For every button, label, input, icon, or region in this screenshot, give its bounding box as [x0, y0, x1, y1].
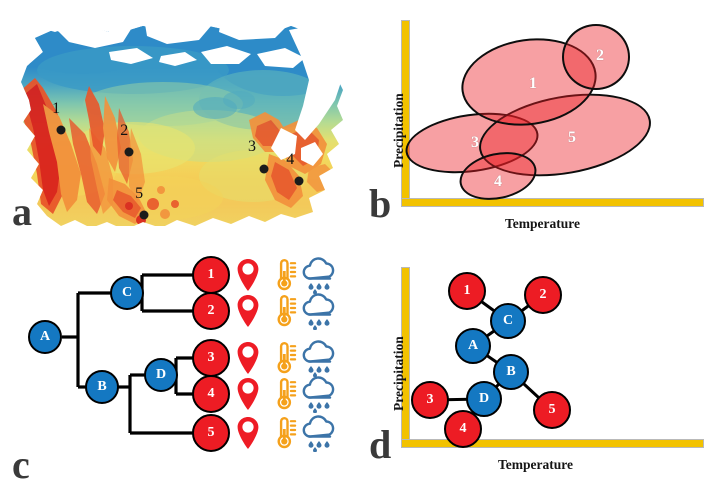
- map-marker-label-5: 5: [135, 184, 144, 202]
- tree-node-B[interactable]: B: [85, 370, 119, 404]
- niche-label-5: 5: [568, 129, 576, 146]
- phylospace-tip-1[interactable]: 1: [448, 272, 486, 310]
- niche-label-3: 3: [471, 134, 479, 151]
- map-marker-label-1: 1: [52, 100, 61, 118]
- y-axis-label: Precipitation: [391, 93, 406, 168]
- panel-c-phylogeny: A B C D 1 2 3 4 5: [0, 247, 357, 494]
- x-axis-label: Temperature: [505, 216, 580, 231]
- phylospace-tip-4[interactable]: 4: [444, 410, 482, 448]
- map-pin-icon: [236, 416, 260, 450]
- tree-tip-5[interactable]: 5: [192, 414, 230, 452]
- map-marker-2: [124, 147, 134, 157]
- x-axis-bar: [401, 439, 704, 448]
- x-axis-bar: [401, 198, 704, 207]
- phylospace-node-A[interactable]: A: [455, 328, 491, 364]
- niche-ellipse-2: [562, 24, 630, 90]
- thermometer-icon: [270, 341, 297, 375]
- phylospace-tip-3[interactable]: 3: [411, 381, 449, 419]
- phylospace-node-C[interactable]: C: [490, 303, 526, 339]
- phylospace-tip-2[interactable]: 2: [524, 276, 562, 314]
- panel-b-niche-space: Precipitation Temperature 1 2 3 4 5 b: [357, 0, 714, 247]
- panel-letter-d: d: [369, 422, 392, 467]
- tree-tip-2[interactable]: 2: [192, 292, 230, 330]
- tree-node-D[interactable]: D: [144, 358, 178, 392]
- panel-letter-b: b: [369, 181, 392, 226]
- niche-label-1: 1: [529, 75, 537, 92]
- climate-map-raster: [13, 8, 345, 236]
- map-marker-3: [259, 164, 269, 174]
- map-marker-label-3: 3: [248, 138, 257, 156]
- map-pin-icon: [236, 294, 260, 328]
- climate-map: 1 2 3 4 5: [13, 8, 345, 236]
- tree-node-A[interactable]: A: [28, 320, 62, 354]
- panel-a-map: 1 2 3 4 5 a: [0, 0, 357, 247]
- thermometer-icon: [270, 377, 297, 411]
- thermometer-icon: [270, 416, 297, 450]
- rain-cloud-icon: [300, 414, 340, 453]
- niche-label-2: 2: [596, 47, 604, 64]
- map-marker-label-2: 2: [120, 122, 129, 140]
- panel-letter-a: a: [12, 189, 32, 234]
- tree-tip-4[interactable]: 4: [192, 375, 230, 413]
- tree-tip-1[interactable]: 1: [192, 256, 230, 294]
- phylospace-node-B[interactable]: B: [493, 354, 529, 390]
- map-pin-icon: [236, 341, 260, 375]
- map-pin-icon: [236, 258, 260, 292]
- map-pin-icon: [236, 377, 260, 411]
- rain-cloud-icon: [300, 292, 340, 331]
- phylospace-tip-5[interactable]: 5: [533, 391, 571, 429]
- x-axis-label: Temperature: [498, 457, 573, 472]
- phylospace-node-D[interactable]: D: [466, 381, 502, 417]
- map-marker-4: [294, 176, 304, 186]
- map-marker-5: [139, 210, 149, 220]
- tree-tip-3[interactable]: 3: [192, 339, 230, 377]
- panel-d-phylomorphospace: Precipitation Temperature 1 2 C A B D 3 …: [357, 247, 714, 494]
- rain-cloud-icon: [300, 339, 340, 378]
- panel-letter-c: c: [12, 442, 30, 487]
- thermometer-icon: [270, 294, 297, 328]
- map-marker-label-4: 4: [286, 150, 295, 168]
- rain-cloud-icon: [300, 375, 340, 414]
- thermometer-icon: [270, 258, 297, 292]
- rain-cloud-icon: [300, 256, 340, 295]
- map-marker-1: [56, 125, 66, 135]
- tree-node-C[interactable]: C: [110, 276, 144, 310]
- niche-label-4: 4: [494, 173, 502, 190]
